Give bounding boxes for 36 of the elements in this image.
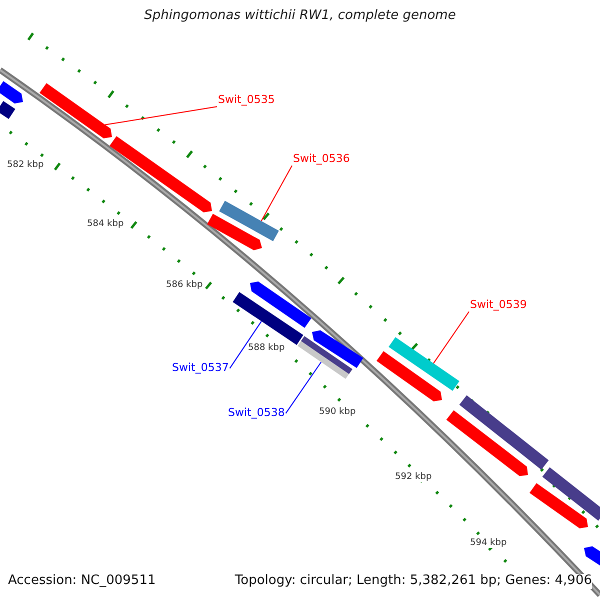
gene-label: Swit_0538 bbox=[228, 407, 285, 420]
gene-feature bbox=[0, 101, 16, 119]
gene-feature bbox=[446, 410, 528, 476]
gene-feature bbox=[530, 483, 588, 528]
gene-feature bbox=[232, 292, 304, 345]
gene-feature bbox=[584, 546, 600, 566]
genome-info-text: Topology: circular; Length: 5,382,261 bp; Genes: 4,906 bbox=[234, 574, 592, 589]
title: Sphingomonas wittichii RW1, complete genome bbox=[143, 9, 457, 24]
scale-label: 588 kbp bbox=[247, 343, 286, 354]
scale-label: 592 kbp bbox=[394, 472, 433, 482]
gene-feature bbox=[250, 282, 312, 328]
gene-feature bbox=[207, 214, 262, 250]
leader-line bbox=[433, 311, 470, 364]
scale-label: 590 kbp bbox=[318, 407, 357, 418]
scale-label: 582 kbp bbox=[6, 160, 45, 170]
gene-label: Swit_0537 bbox=[172, 362, 229, 375]
leader-line bbox=[260, 165, 292, 222]
accession-text: Accession: NC_009511 bbox=[8, 574, 156, 589]
gene-feature bbox=[459, 395, 549, 470]
gene-feature bbox=[376, 351, 442, 402]
leader-line bbox=[229, 320, 262, 369]
gene-label: Swit_0535 bbox=[218, 94, 275, 107]
leader-line bbox=[104, 106, 218, 126]
gene-feature bbox=[542, 467, 600, 521]
gene-feature bbox=[312, 330, 364, 368]
gene-feature bbox=[0, 81, 23, 104]
scale-label: 584 kbp bbox=[86, 219, 125, 230]
gene-feature bbox=[219, 200, 279, 242]
leader-line bbox=[285, 362, 322, 414]
gene-feature bbox=[40, 83, 112, 138]
scale-label: 594 kbp bbox=[469, 538, 508, 548]
scale-label: 586 kbp bbox=[165, 280, 204, 290]
gene-feature bbox=[388, 337, 460, 391]
gene-label: Swit_0536 bbox=[293, 153, 350, 166]
gene-label: Swit_0539 bbox=[470, 299, 527, 312]
gene-feature bbox=[110, 136, 212, 212]
